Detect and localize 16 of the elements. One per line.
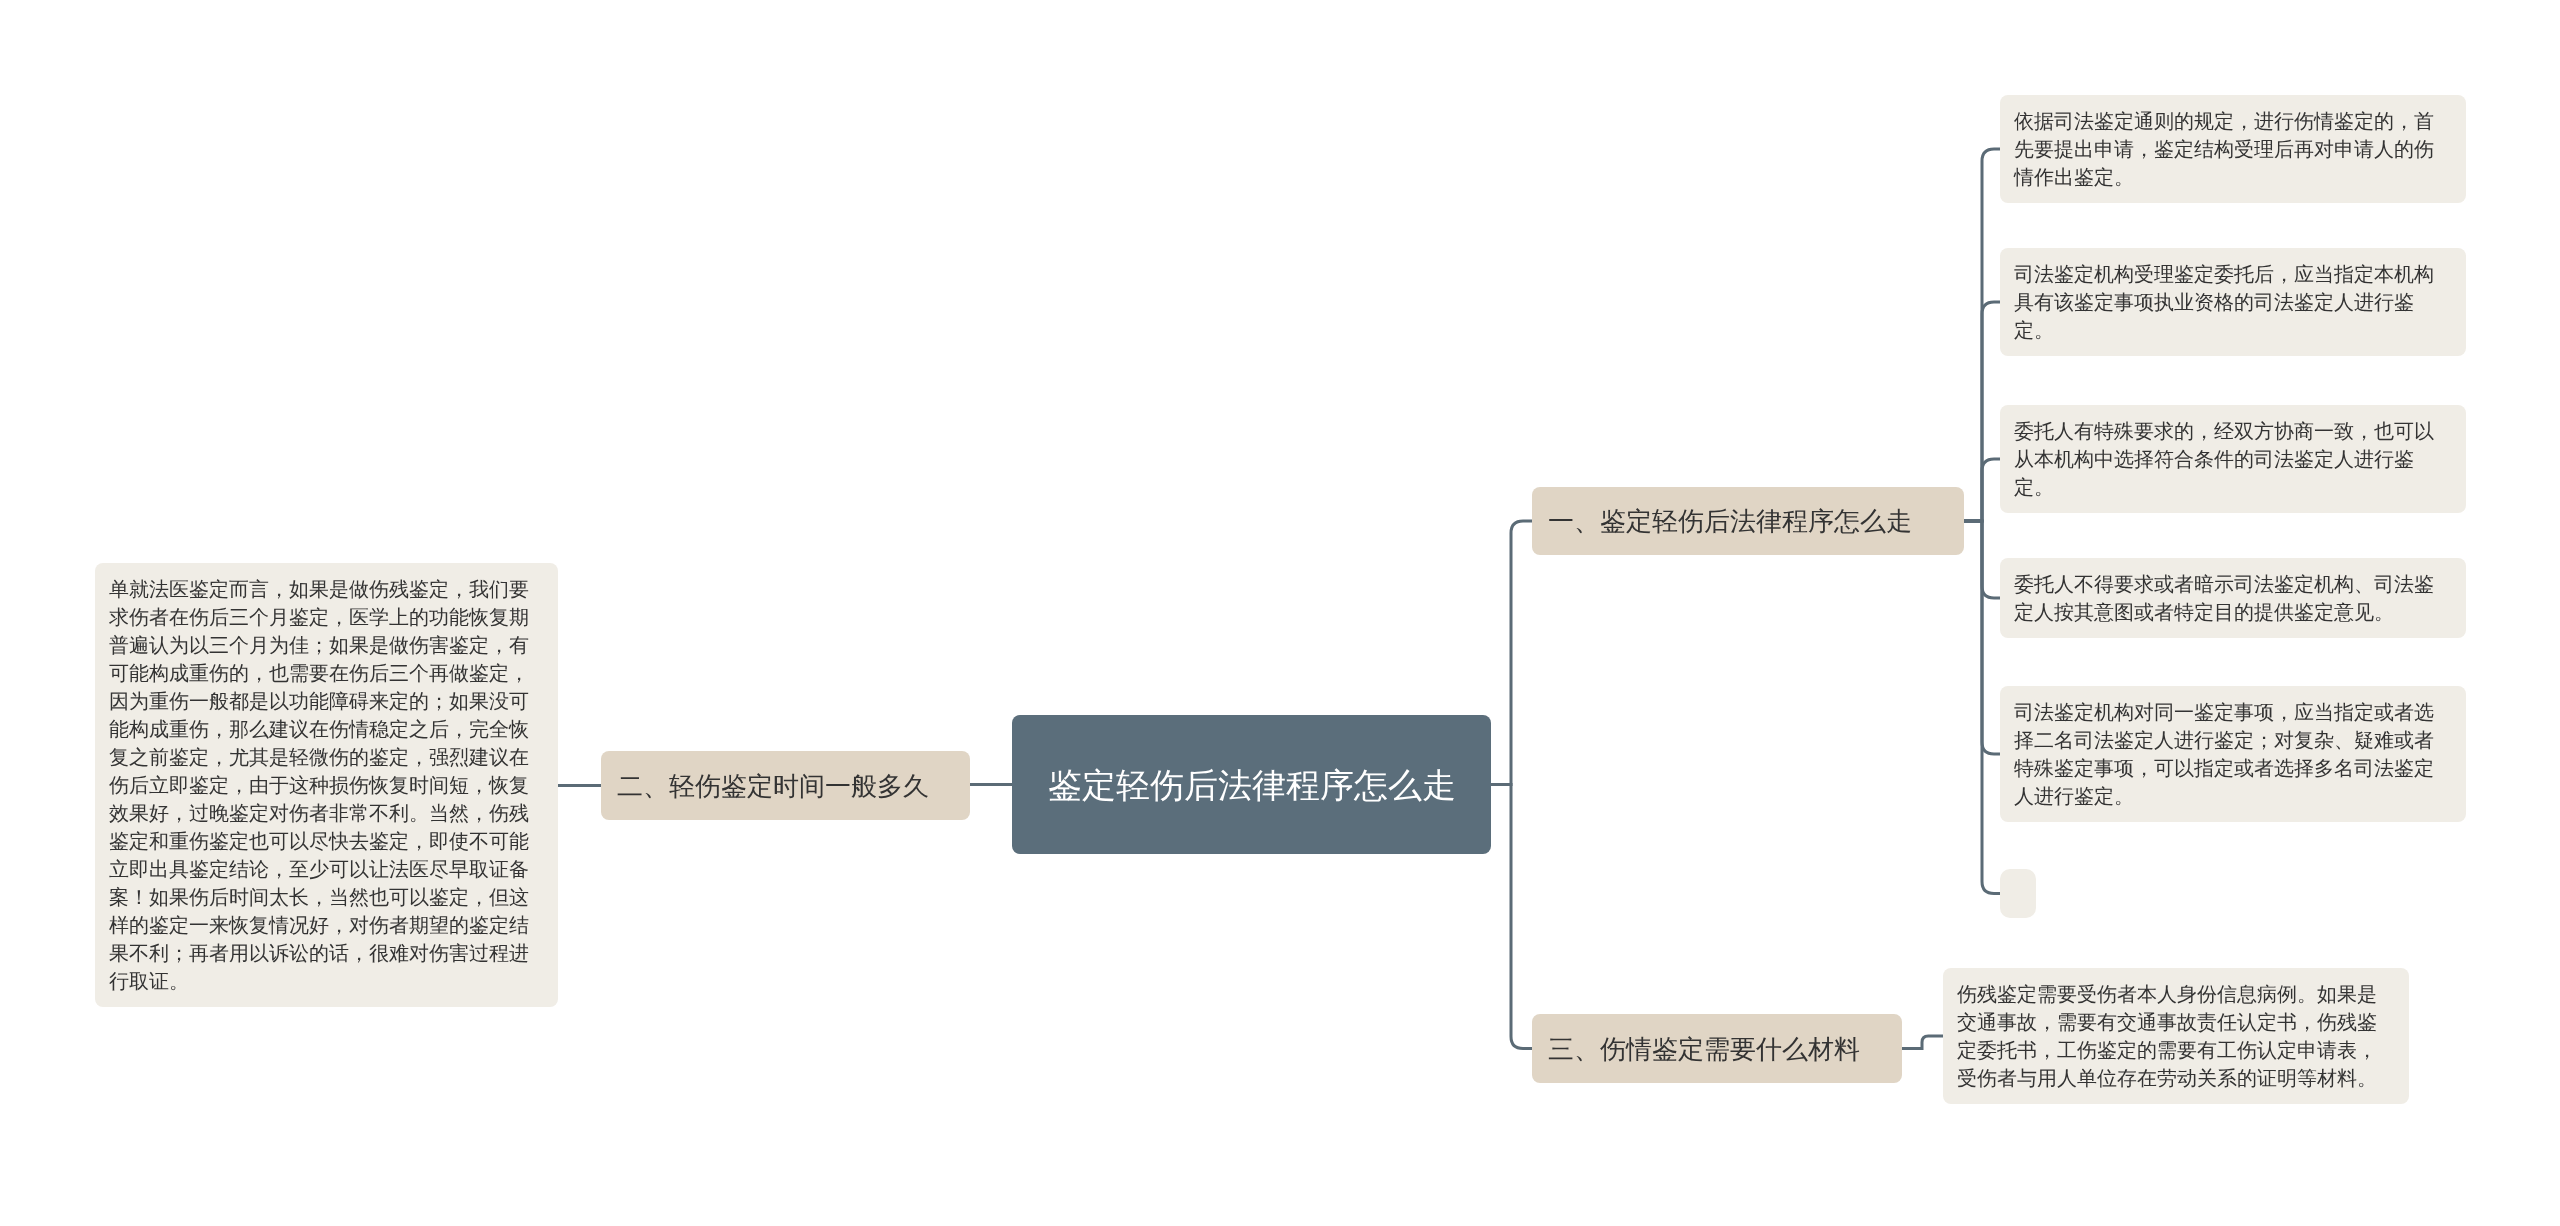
branch-topic: 一、鉴定轻伤后法律程序怎么走 — [1532, 487, 1964, 555]
leaf-note: 司法鉴定机构受理鉴定委托后，应当指定本机构具有该鉴定事项执业资格的司法鉴定人进行鉴定。 — [2000, 248, 2466, 356]
leaf-note: 单就法医鉴定而言，如果是做伤残鉴定，我们要求伤者在伤后三个月鉴定，医学上的功能恢复期普遍认为以三个月为佳；如果是做伤害鉴定，有可能构成重伤的，也需要在伤后三个再做鉴定，因为重伤一般都是以功能障碍来定的；如果没可能构成重伤，那么建议在伤情稳定之后，完全恢复之前鉴定，尤其是轻微伤的鉴定，强烈建议在伤后立即鉴定，由于这种损伤恢复时间短，恢复效果好，过晚鉴定对伤者非常不利。当然，伤残鉴定和重伤鉴定也可以尽快去鉴定，即使不可能立即出具鉴定结论，至少可以让法医尽早取证备案！如果伤后时间太长，当然也可以鉴定，但这样的鉴定一来恢复情况好，对伤者期望的鉴定结果不利；再者用以诉讼的话，很难对伤害过程进行取证。 — [95, 563, 558, 1007]
connector-line — [558, 784, 601, 787]
leaf-note: 委托人不得要求或者暗示司法鉴定机构、司法鉴定人按其意图或者特定目的提供鉴定意见。 — [2000, 558, 2466, 638]
connector-line — [1902, 1034, 1943, 1050]
empty-box — [2000, 869, 2036, 918]
connector-line — [1491, 783, 1532, 1050]
leaf-note: 伤残鉴定需要受伤者本人身份信息病例。如果是交通事故，需要有交通事故责任认定书，伤残鉴定委托书，工伤鉴定的需要有工伤认定申请表，受伤者与用人单位存在劳动关系的证明等材料。 — [1943, 968, 2409, 1104]
central-topic: 鉴定轻伤后法律程序怎么走 — [1012, 715, 1491, 854]
leaf-note: 委托人有特殊要求的，经双方协商一致，也可以从本机构中选择符合条件的司法鉴定人进行鉴定。 — [2000, 405, 2466, 513]
branch-topic: 三、伤情鉴定需要什么材料 — [1532, 1014, 1902, 1083]
leaf-note: 依据司法鉴定通则的规定，进行伤情鉴定的，首先要提出申请，鉴定结构受理后再对申请人的伤情作出鉴定。 — [2000, 95, 2466, 203]
branch-topic: 二、轻伤鉴定时间一般多久 — [601, 751, 970, 820]
leaf-note: 司法鉴定机构对同一鉴定事项，应当指定或者选择二名司法鉴定人进行鉴定；对复杂、疑难或者特殊鉴定事项，可以指定或者选择多名司法鉴定人进行鉴定。 — [2000, 686, 2466, 822]
connector-line — [970, 783, 1012, 786]
